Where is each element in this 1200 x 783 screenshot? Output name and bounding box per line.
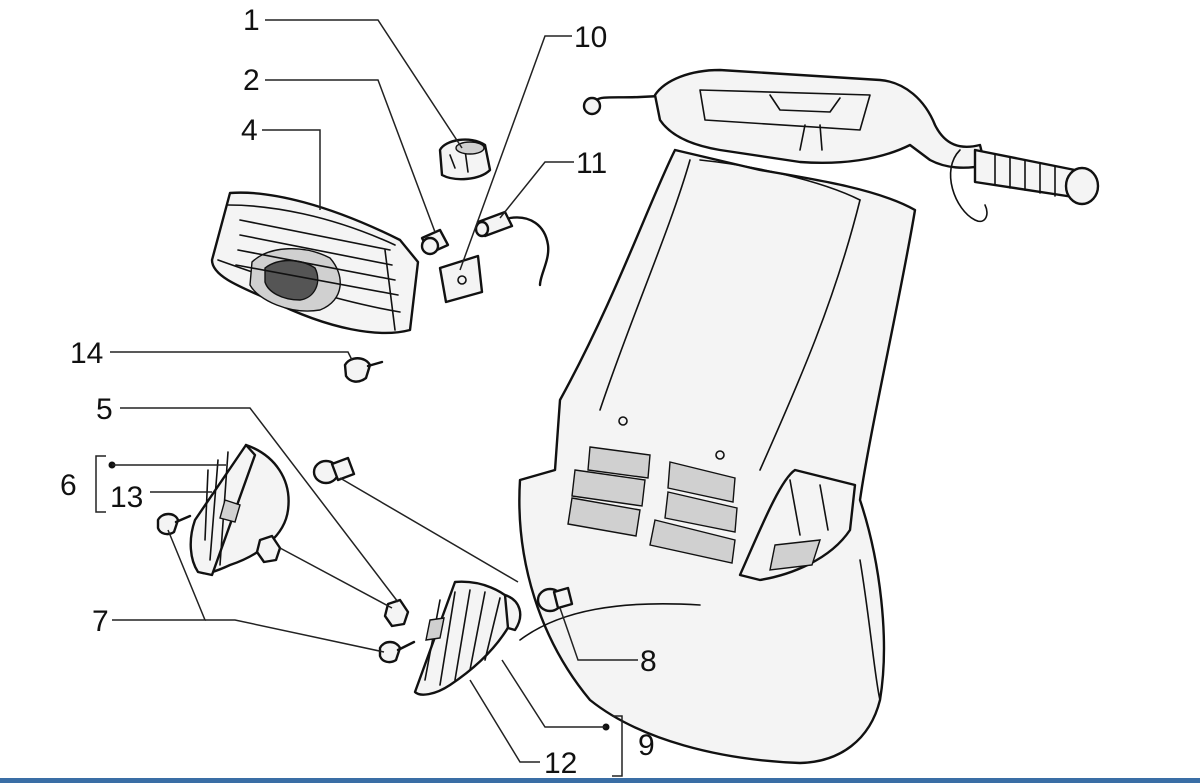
- bracket-plate-part-10: [438, 254, 484, 304]
- scooter-front-shield: [518, 68, 1100, 765]
- callout-9: 9: [638, 729, 655, 762]
- nut-part-5a: [255, 534, 282, 564]
- nut-part-5b: [383, 598, 410, 628]
- headlight-part-4: [210, 191, 420, 335]
- bulb-part-8b: [536, 586, 574, 613]
- callout-1: 1: [243, 4, 260, 37]
- callout-2: 2: [243, 64, 260, 97]
- callout-numbers: 1 2 4 10 11 14 5 6 13 7 8 9 12: [60, 4, 657, 780]
- callout-13: 13: [110, 481, 143, 514]
- screw-part-7a: [156, 512, 192, 536]
- callout-6: 6: [60, 469, 77, 502]
- screw-part-7b: [378, 640, 416, 664]
- callout-8: 8: [640, 645, 657, 678]
- callout-14: 14: [70, 337, 103, 370]
- leader-lines: [95, 19, 638, 777]
- callout-11: 11: [576, 147, 607, 180]
- right-turn-signal-part-9: [413, 580, 522, 696]
- screw-part-14: [343, 357, 384, 383]
- bulb-socket-part-1: [438, 138, 492, 181]
- bulb-part-2: [420, 228, 450, 256]
- wire-harness-part-11: [474, 210, 550, 287]
- callout-12: 12: [544, 747, 577, 780]
- front-grille: [567, 416, 738, 564]
- callout-10: 10: [574, 21, 607, 54]
- bottom-accent-bar: [0, 778, 1200, 783]
- callout-4: 4: [241, 114, 258, 147]
- callout-7: 7: [92, 605, 109, 638]
- bulb-part-8a: [312, 456, 356, 485]
- callout-5: 5: [96, 393, 113, 426]
